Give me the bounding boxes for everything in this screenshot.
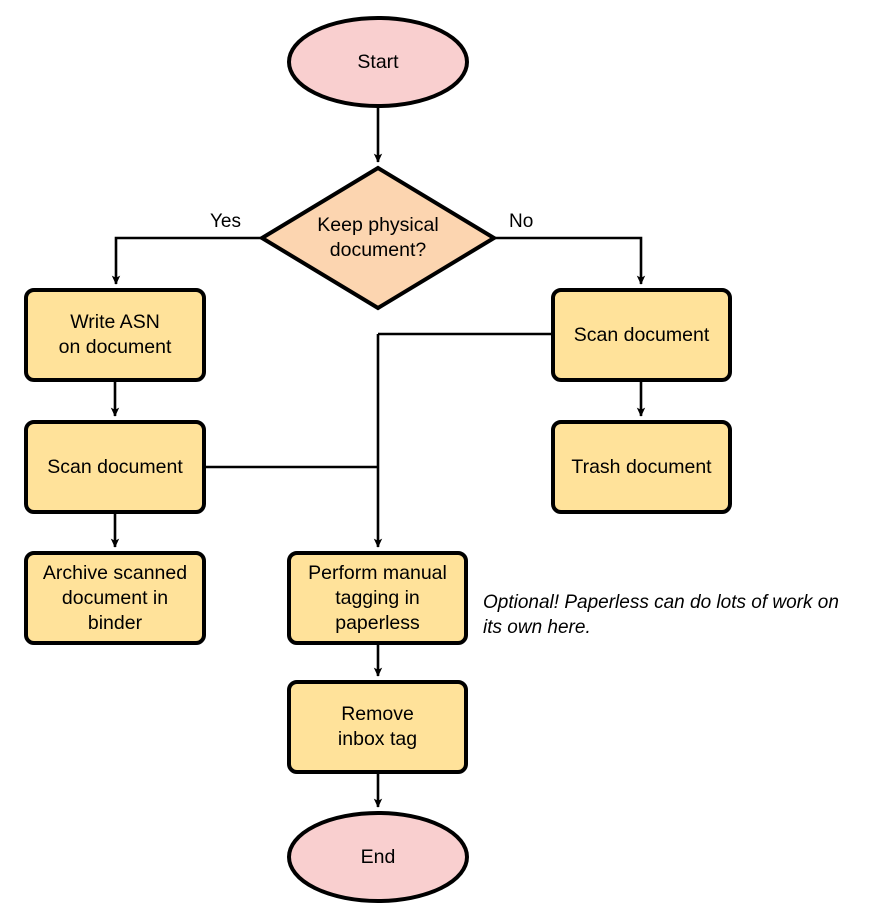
node-scan-right-shape[interactable] [551, 288, 732, 382]
node-remove-tag-shape[interactable] [287, 680, 468, 774]
node-write-asn-shape[interactable] [24, 288, 206, 382]
node-trash-shape[interactable] [551, 420, 732, 514]
node-archive-shape[interactable] [24, 551, 206, 645]
edge-decision-no-to-scan-right [494, 236, 646, 285]
edge-decision-yes-to-write-asn [111, 236, 262, 285]
edge-label-yes: Yes [210, 211, 241, 232]
node-end-shape[interactable] [287, 811, 469, 903]
edge-label-no: No [509, 211, 534, 232]
node-scan-left-shape[interactable] [24, 420, 206, 514]
annotation-optional-note: Optional! Paperless can do lots of work … [483, 592, 839, 638]
node-tagging-shape[interactable] [287, 551, 468, 645]
node-decision-shape[interactable] [258, 165, 498, 311]
node-start-shape[interactable] [287, 16, 469, 108]
